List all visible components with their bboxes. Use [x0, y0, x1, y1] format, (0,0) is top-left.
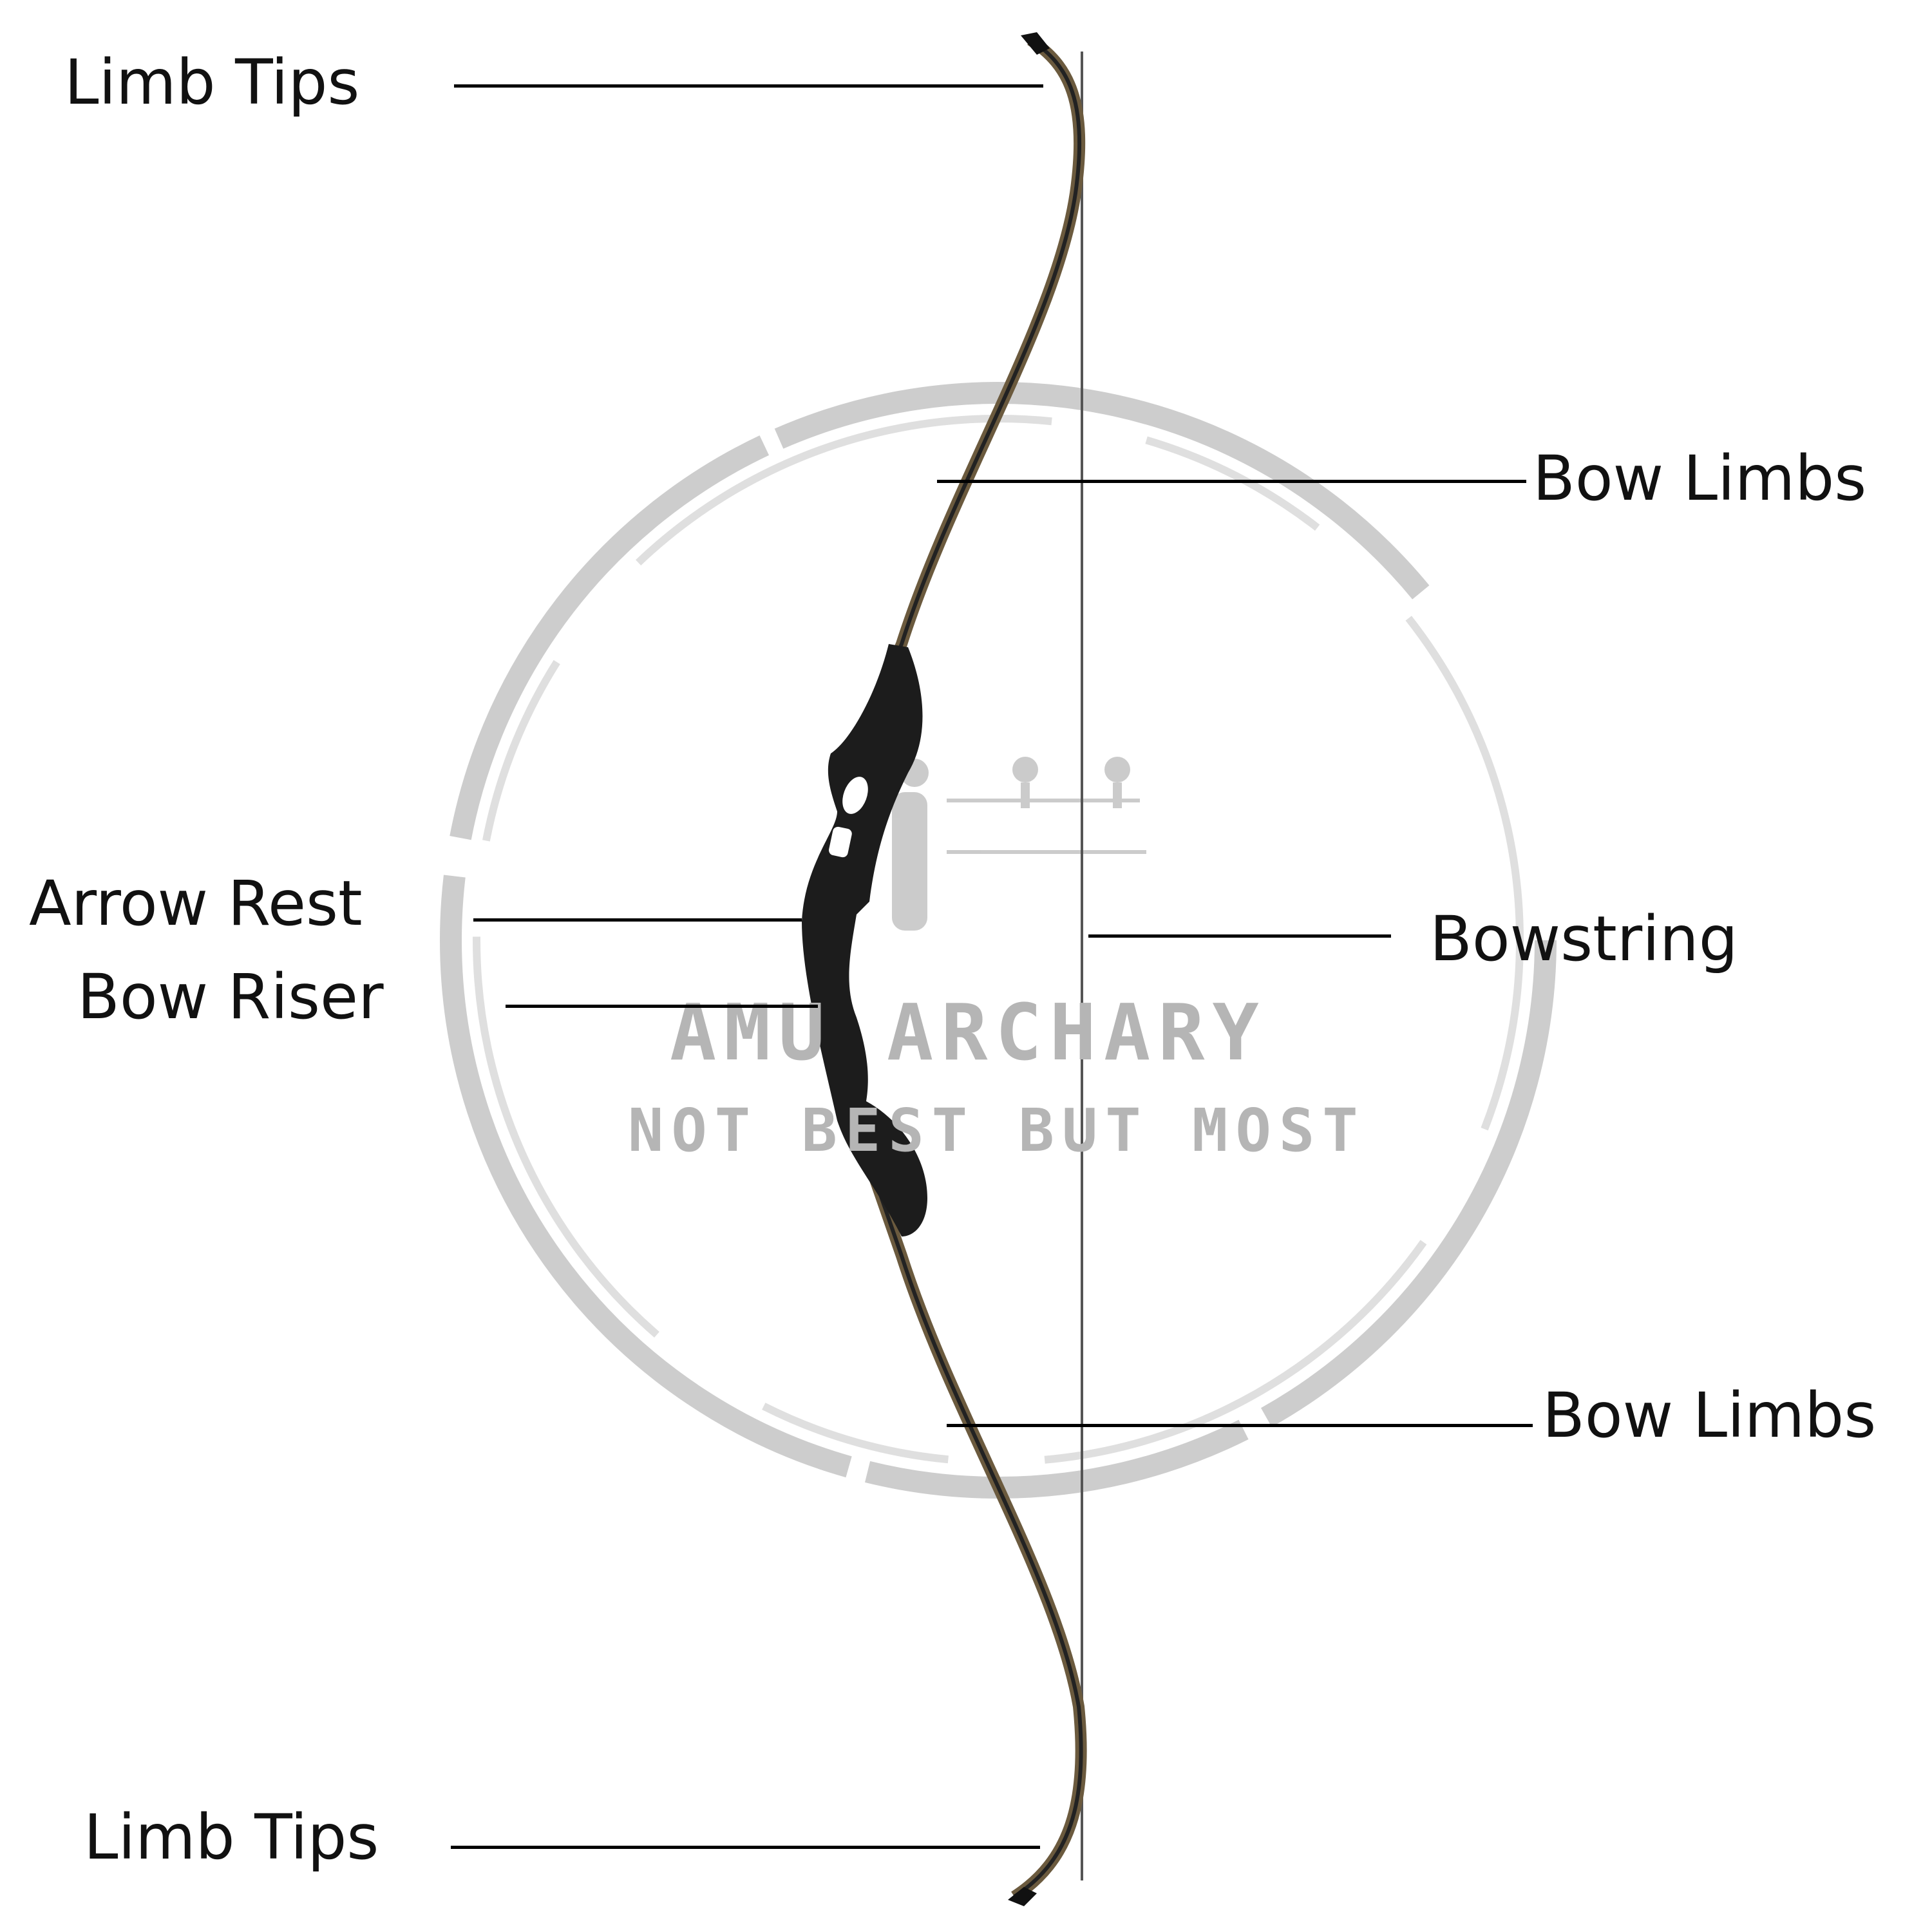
pointer-limb-tips-bottom	[451, 1846, 1040, 1849]
label-bow-limbs-bottom: Bow Limbs	[1542, 1379, 1877, 1452]
watermark-circle	[440, 382, 1557, 1499]
pointer-bow-limbs-top	[937, 480, 1526, 483]
archer-logo-icon	[892, 757, 1146, 931]
label-limb-tips-bottom: Limb Tips	[84, 1801, 379, 1873]
label-limb-tips-top: Limb Tips	[64, 46, 360, 118]
label-bow-limbs-top: Bow Limbs	[1533, 442, 1867, 515]
label-bowstring: Bowstring	[1430, 903, 1738, 975]
limb-tip-bottom	[1008, 1887, 1037, 1906]
bow-riser	[802, 644, 927, 1236]
pointer-arrow-rest	[473, 918, 802, 922]
watermark-slogan: NOT BEST BUT MOST	[628, 1096, 1366, 1165]
lower-limb	[844, 1106, 1087, 1902]
limb-tip-top	[1021, 32, 1050, 55]
pointer-bow-riser	[506, 1005, 818, 1008]
pointer-limb-tips-top	[454, 84, 1043, 88]
watermark-circle-inner	[473, 415, 1524, 1466]
label-arrow-rest: Arrow Rest	[29, 867, 363, 940]
pointer-bowstring	[1088, 934, 1391, 938]
pointer-bow-limbs-bottom	[947, 1424, 1533, 1427]
label-bow-riser: Bow Riser	[77, 961, 384, 1033]
